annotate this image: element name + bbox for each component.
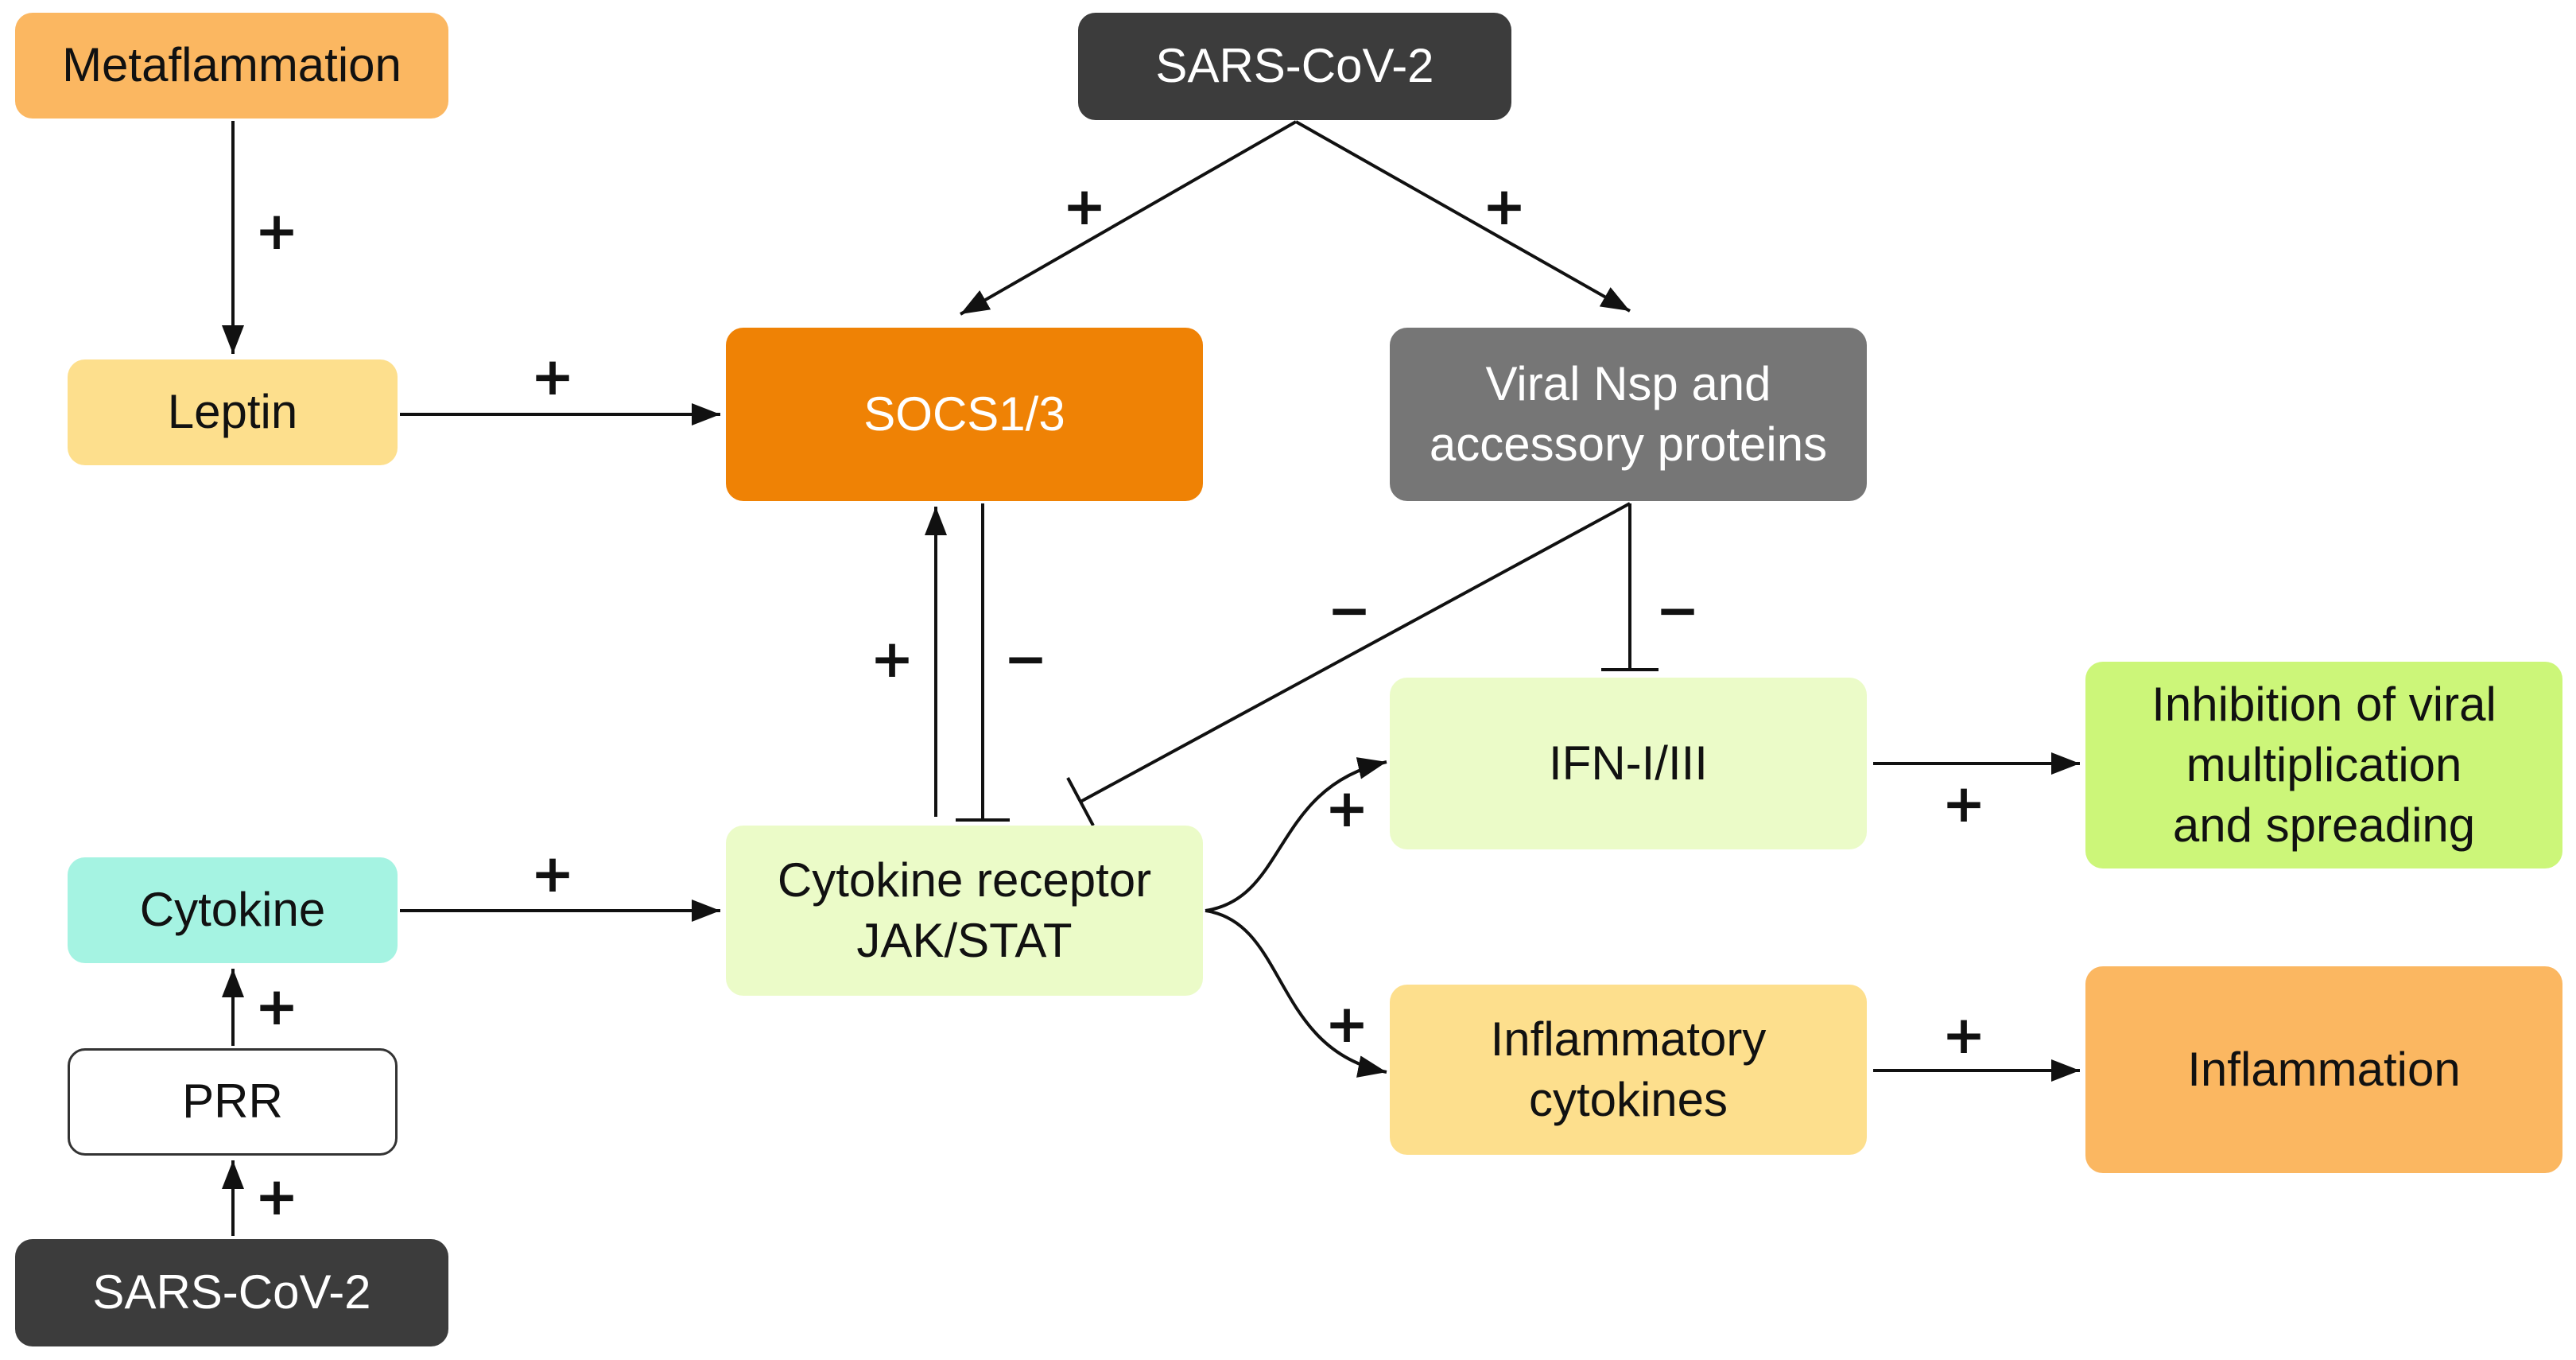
- minus-sign-viral-nsp-ifn: −: [1655, 580, 1700, 641]
- sars-cov-2-bottom-node: SARS-CoV-2: [15, 1239, 448, 1346]
- edge-viral-nsp-inhibits-receptor: [1080, 502, 1631, 803]
- edge-receptor-to-ifn: [1205, 757, 1387, 912]
- prr-node: PRR: [68, 1048, 398, 1156]
- metaflammation-node: Metaflammation: [15, 13, 448, 119]
- plus-sign-sars-prr: +: [254, 1166, 299, 1227]
- socs-node: SOCS1/3: [726, 328, 1203, 501]
- plus-sign-sars-socs: +: [1062, 176, 1107, 237]
- plus-sign-prr-cytokine: +: [254, 976, 299, 1037]
- inflammatory-cytokines-node: Inflammatory cytokines: [1390, 985, 1867, 1155]
- minus-sign-socs-receptor: −: [1003, 628, 1048, 690]
- plus-sign-metaflammation-leptin: +: [254, 200, 299, 262]
- edge-sars-to-viral-nsp: [1295, 120, 1631, 313]
- minus-sign-viral-nsp-receptor: −: [1327, 580, 1371, 641]
- viral-nsp-node: Viral Nsp and accessory proteins: [1390, 328, 1867, 501]
- plus-sign-cytokine-receptor: +: [530, 843, 575, 904]
- edge-receptor-to-inflammatory-cytokines: [1205, 909, 1387, 1078]
- sars-cov-2-top-node: SARS-CoV-2: [1078, 13, 1511, 120]
- leptin-node: Leptin: [68, 359, 398, 465]
- inhibition-node: Inhibition of viral multiplication and s…: [2085, 662, 2562, 868]
- cytokine-receptor-node: Cytokine receptor JAK/STAT: [726, 826, 1203, 996]
- plus-sign-leptin-socs: +: [530, 346, 575, 407]
- cytokine-node: Cytokine: [68, 857, 398, 963]
- plus-sign-inflammatory-cytokines-inflammation: +: [1942, 1004, 1986, 1066]
- plus-sign-receptor-inflammatory-cytokines: +: [1325, 993, 1369, 1055]
- edge-sars-to-socs: [960, 120, 1297, 316]
- plus-sign-ifn-inhibition: +: [1942, 773, 1986, 834]
- edge-viral-nsp-inhibits-receptor-bar: [1066, 777, 1095, 826]
- plus-sign-receptor-socs: +: [870, 628, 914, 690]
- plus-sign-receptor-ifn: +: [1325, 778, 1369, 839]
- inflammation-node: Inflammation: [2085, 966, 2562, 1173]
- plus-sign-sars-viral-nsp: +: [1482, 176, 1527, 237]
- ifn-node: IFN-I/III: [1390, 678, 1867, 849]
